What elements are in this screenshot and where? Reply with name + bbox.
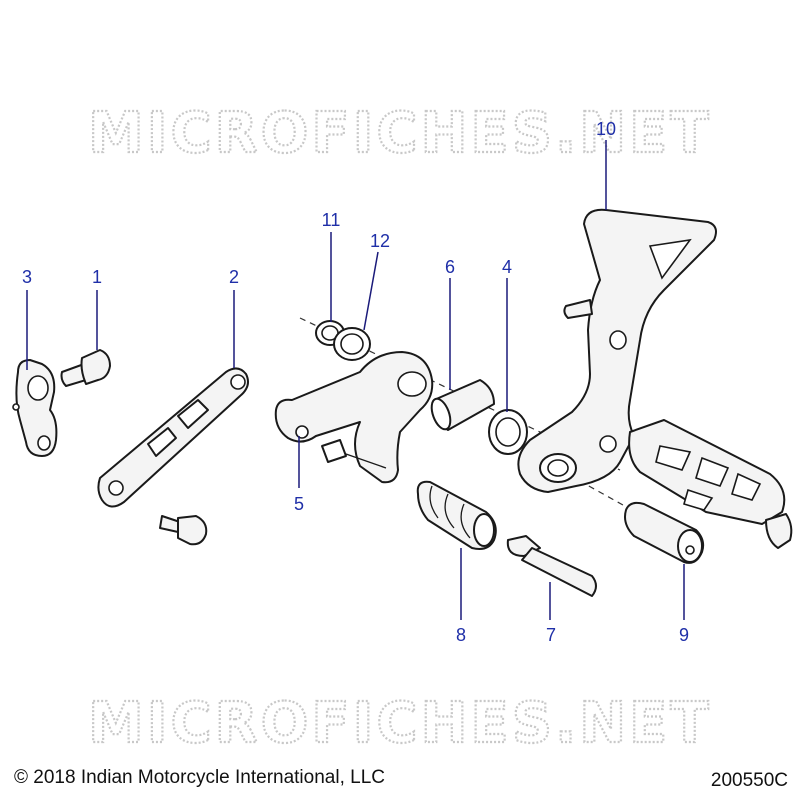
callout-2: 2: [229, 267, 239, 287]
callout-6: 6: [445, 257, 455, 277]
callout-5: 5: [294, 494, 304, 514]
footpeg: [628, 419, 793, 549]
part-1-bolt: [60, 349, 111, 387]
callout-7: 7: [546, 625, 556, 645]
copyright-notice: © 2018 Indian Motorcycle International, …: [14, 767, 385, 788]
callout-1: 1: [92, 267, 102, 287]
figure-number: 200550C: [710, 770, 788, 791]
leader-12: [363, 251, 379, 331]
callout-9: 9: [679, 625, 689, 645]
part-8-rubber-spring: [416, 480, 497, 550]
watermark-bottom: MICROFICHES.NET: [88, 691, 712, 756]
callout-3: 3: [22, 267, 32, 287]
part-bolt-lower: [159, 515, 208, 546]
callout-10: 10: [596, 119, 616, 139]
part-4-washer: [488, 409, 528, 455]
part-5-shift-lever: [274, 351, 434, 484]
part-10-bracket: [517, 208, 717, 493]
part-7-pin: [506, 535, 597, 597]
watermark-top: MICROFICHES.NET: [88, 101, 712, 166]
part-9-footpeg-pin: [624, 501, 705, 564]
part-3-clamp: [12, 359, 58, 457]
callout-12: 12: [370, 231, 390, 251]
callout-11: 11: [322, 210, 341, 230]
part-12-washer: [333, 327, 371, 361]
part-6-bushing: [430, 379, 495, 431]
callout-4: 4: [502, 257, 512, 277]
callout-8: 8: [456, 625, 466, 645]
part-2-link-rod: [97, 367, 249, 508]
